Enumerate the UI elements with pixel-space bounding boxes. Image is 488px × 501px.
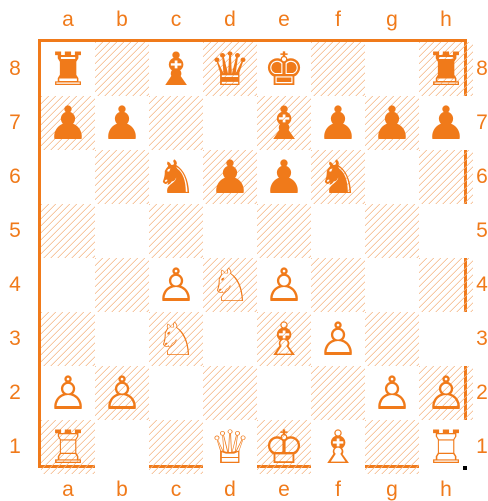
white-bishop-e3-icon[interactable]: ♗ xyxy=(257,312,311,366)
square-e5[interactable] xyxy=(257,204,311,258)
file-label-top-h: h xyxy=(434,9,458,30)
black-pawn-b7-icon[interactable]: ♟ xyxy=(95,96,149,150)
square-b1[interactable] xyxy=(95,420,149,474)
black-rook-h8-icon[interactable]: ♜ xyxy=(419,42,473,96)
black-pawn-g7-icon[interactable]: ♟ xyxy=(365,96,419,150)
black-pawn-e6-icon[interactable]: ♟ xyxy=(257,150,311,204)
black-pawn-h7-icon[interactable]: ♟ xyxy=(419,96,473,150)
file-label-bottom-d: d xyxy=(218,479,242,500)
black-pawn-f7-icon[interactable]: ♟ xyxy=(311,96,365,150)
square-a5[interactable] xyxy=(41,204,95,258)
file-label-top-b: b xyxy=(110,9,134,30)
square-b6[interactable] xyxy=(95,150,149,204)
file-label-bottom-h: h xyxy=(434,479,458,500)
square-d3[interactable] xyxy=(203,312,257,366)
square-h6[interactable] xyxy=(419,150,473,204)
file-label-top-d: d xyxy=(218,9,242,30)
black-pawn-a7-icon[interactable]: ♟ xyxy=(41,96,95,150)
white-queen-d1-icon[interactable]: ♕ xyxy=(203,420,257,474)
square-b8[interactable] xyxy=(95,42,149,96)
square-g4[interactable] xyxy=(365,258,419,312)
file-label-top-f: f xyxy=(326,9,350,30)
white-pawn-g2-icon[interactable]: ♙ xyxy=(365,366,419,420)
square-b5[interactable] xyxy=(95,204,149,258)
white-pawn-c4-icon[interactable]: ♙ xyxy=(149,258,203,312)
black-pawn-d6-icon[interactable]: ♟ xyxy=(203,150,257,204)
white-pawn-a2-icon[interactable]: ♙ xyxy=(41,366,95,420)
white-knight-d4-icon[interactable]: ♘ xyxy=(203,258,257,312)
white-pawn-f3-icon[interactable]: ♙ xyxy=(311,312,365,366)
file-label-bottom-f: f xyxy=(326,479,350,500)
file-label-bottom-b: b xyxy=(110,479,134,500)
file-label-top-a: a xyxy=(56,9,80,30)
white-pawn-h2-icon[interactable]: ♙ xyxy=(419,366,473,420)
rank-label-left-7: 7 xyxy=(3,112,27,133)
square-f4[interactable] xyxy=(311,258,365,312)
black-bishop-e7-icon[interactable]: ♝ xyxy=(257,96,311,150)
square-c5[interactable] xyxy=(149,204,203,258)
square-a6[interactable] xyxy=(41,150,95,204)
black-queen-d8-icon[interactable]: ♛ xyxy=(203,42,257,96)
square-g3[interactable] xyxy=(365,312,419,366)
square-d5[interactable] xyxy=(203,204,257,258)
black-knight-f6-icon[interactable]: ♞ xyxy=(311,150,365,204)
rank-label-left-8: 8 xyxy=(3,58,27,79)
square-c7[interactable] xyxy=(149,96,203,150)
file-label-bottom-e: e xyxy=(272,479,296,500)
file-label-top-e: e xyxy=(272,9,296,30)
black-bishop-c8-icon[interactable]: ♝ xyxy=(149,42,203,96)
file-label-bottom-a: a xyxy=(56,479,80,500)
square-d7[interactable] xyxy=(203,96,257,150)
square-h4[interactable] xyxy=(419,258,473,312)
white-pawn-b2-icon[interactable]: ♙ xyxy=(95,366,149,420)
white-knight-c3-icon[interactable]: ♘ xyxy=(149,312,203,366)
square-b3[interactable] xyxy=(95,312,149,366)
rank-label-left-4: 4 xyxy=(3,274,27,295)
rank-label-left-3: 3 xyxy=(3,328,27,349)
rank-label-left-2: 2 xyxy=(3,382,27,403)
chess-board[interactable]: ♜♝♛♚♜♟♟♝♟♟♟♞♟♟♞♙♘♙♘♗♙♙♙♙♙♖♕♔♗♖ xyxy=(38,39,467,468)
file-label-bottom-c: c xyxy=(164,479,188,500)
square-d2[interactable] xyxy=(203,366,257,420)
square-c2[interactable] xyxy=(149,366,203,420)
file-label-top-g: g xyxy=(380,9,404,30)
square-g8[interactable] xyxy=(365,42,419,96)
rank-label-left-1: 1 xyxy=(3,436,27,457)
square-g5[interactable] xyxy=(365,204,419,258)
file-label-top-c: c xyxy=(164,9,188,30)
square-f2[interactable] xyxy=(311,366,365,420)
file-label-bottom-g: g xyxy=(380,479,404,500)
white-rook-a1-icon[interactable]: ♖ xyxy=(41,420,95,474)
board-corner-marker xyxy=(463,466,467,470)
white-pawn-e4-icon[interactable]: ♙ xyxy=(257,258,311,312)
square-f8[interactable] xyxy=(311,42,365,96)
square-f5[interactable] xyxy=(311,204,365,258)
black-knight-c6-icon[interactable]: ♞ xyxy=(149,150,203,204)
square-e2[interactable] xyxy=(257,366,311,420)
square-b4[interactable] xyxy=(95,258,149,312)
square-g6[interactable] xyxy=(365,150,419,204)
square-g1[interactable] xyxy=(365,420,419,474)
square-h3[interactable] xyxy=(419,312,473,366)
white-bishop-f1-icon[interactable]: ♗ xyxy=(311,420,365,474)
white-king-e1-icon[interactable]: ♔ xyxy=(257,420,311,474)
black-rook-a8-icon[interactable]: ♜ xyxy=(41,42,95,96)
square-c1[interactable] xyxy=(149,420,203,474)
rank-label-left-6: 6 xyxy=(3,166,27,187)
square-h5[interactable] xyxy=(419,204,473,258)
square-a3[interactable] xyxy=(41,312,95,366)
square-a4[interactable] xyxy=(41,258,95,312)
rank-label-left-5: 5 xyxy=(3,220,27,241)
black-king-e8-icon[interactable]: ♚ xyxy=(257,42,311,96)
